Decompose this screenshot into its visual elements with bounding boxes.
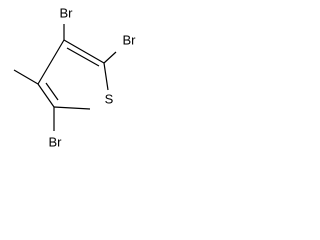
molecule-diagram: Br Br Br S (0, 0, 149, 157)
structure-svg: Br Br Br S (13, 5, 137, 149)
bond-c4-methyl (13, 69, 39, 85)
bond-c5-c4 (37, 83, 55, 108)
atom-sulfur: S (105, 91, 114, 106)
bond-c5-c4-inner (45, 82, 59, 101)
bond-s-c5 (53, 106, 91, 110)
bond-c2-s (103, 62, 109, 91)
bond-c3-c2-inner (66, 47, 100, 67)
atom-br-bottom: Br (49, 134, 63, 149)
atom-br-top: Br (60, 5, 74, 20)
bond-c2-br (103, 51, 117, 64)
atom-br-top-right: Br (123, 32, 137, 47)
bond-c4-c3 (37, 39, 65, 85)
bond-c3-c2 (63, 39, 105, 64)
